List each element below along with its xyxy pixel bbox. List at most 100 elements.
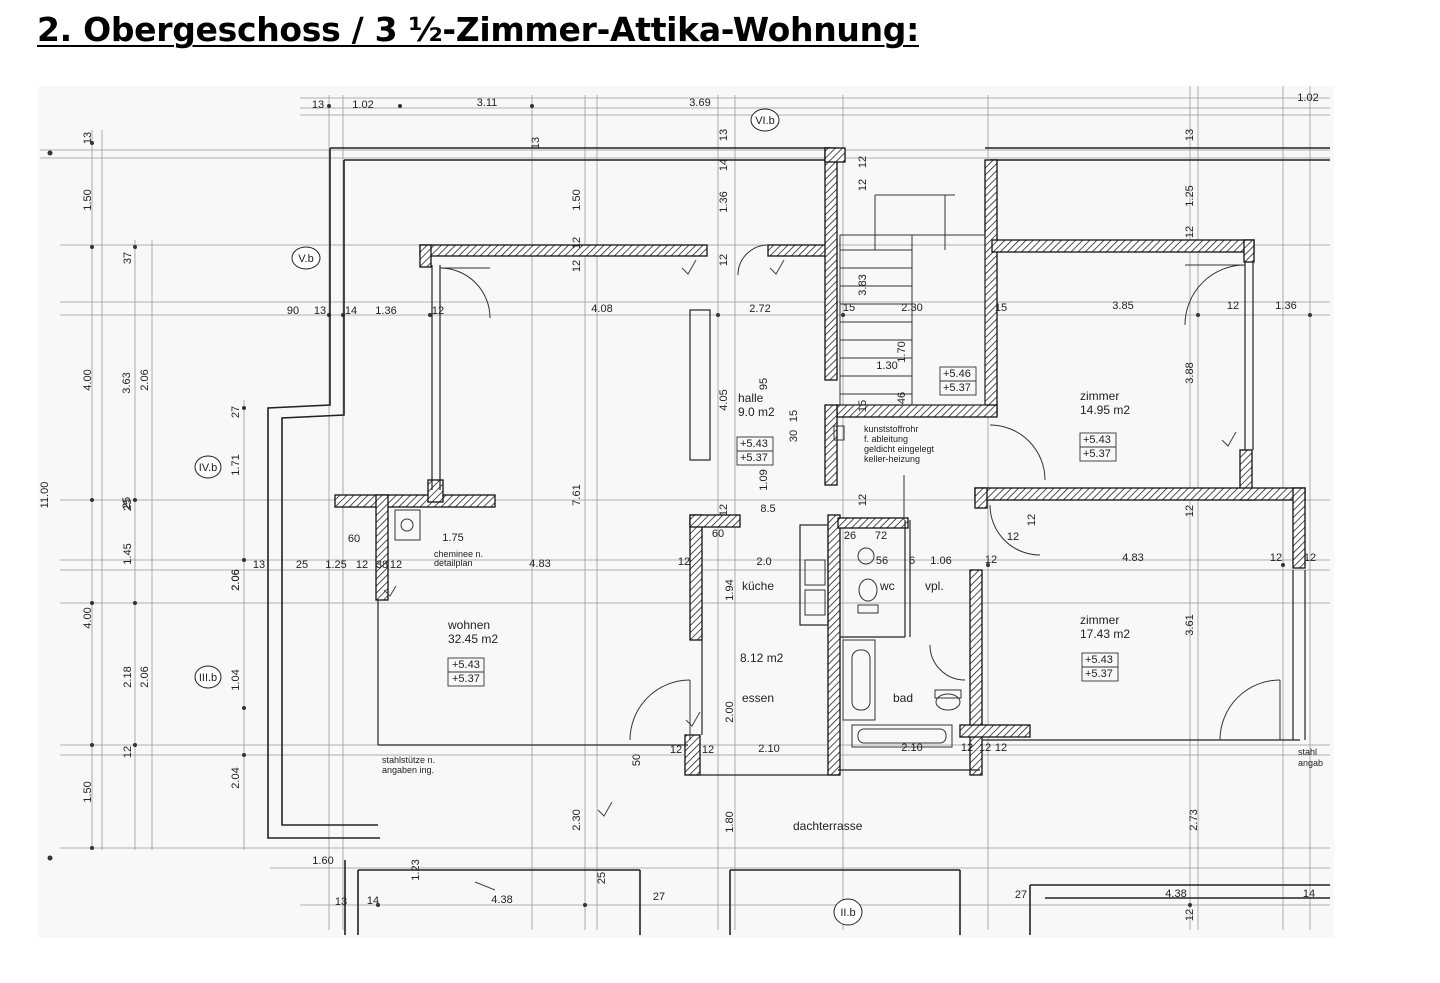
room-name: dachterrasse	[793, 819, 863, 833]
dimension-label: 12	[571, 237, 583, 249]
dimension-label: 1.36	[718, 191, 730, 212]
dimension-label: 12	[1304, 552, 1316, 564]
dimension-label: 1.50	[82, 781, 94, 802]
dimension-label: 1.36	[1275, 300, 1296, 312]
dimension-label: 2.04	[230, 767, 242, 788]
dimension-label: 1.94	[724, 579, 736, 600]
dimension-label: 60	[348, 533, 360, 545]
room-level: +5.37	[1085, 668, 1113, 680]
room-labels: wohnen 32.45 m2 +5.43 +5.37 halle 9.0 m2…	[447, 368, 1130, 833]
dimension-label: 7.61	[571, 484, 583, 505]
dimension-label: 12	[961, 742, 973, 754]
dimension-label: 13	[314, 305, 326, 317]
axis-label: III.b	[199, 672, 217, 684]
dimension-label: 1.50	[571, 189, 583, 210]
dimension-label: 1.02	[352, 99, 373, 111]
dimension-label: 4.00	[82, 369, 94, 390]
stair-level: +5.37	[943, 382, 971, 394]
interior-walls	[377, 262, 1306, 776]
dimension-label: 1.36	[375, 305, 396, 317]
dimension-label: 1.75	[442, 532, 463, 544]
dimension-label: 12	[571, 260, 583, 272]
dimension-label: 12	[1184, 226, 1196, 238]
dimension-label: 1.25	[1184, 185, 1196, 206]
stair-level: +5.46	[943, 368, 971, 380]
dimension-label: 8.5	[760, 503, 775, 515]
dimensions-left-outer: 13 1.50 37 4.00 25 1.45 4.00 12 1.50 11.…	[39, 132, 134, 803]
dimension-label: 2.10	[758, 743, 779, 755]
dimension-label: 30	[788, 430, 800, 442]
note-text: stahl	[1298, 747, 1317, 757]
dimension-label: 13	[335, 896, 347, 908]
room-name: zimmer	[1080, 389, 1119, 403]
dimension-label: 1.25	[325, 559, 346, 571]
note-text: detailplan	[434, 558, 473, 568]
dimension-label: 1.70	[896, 341, 908, 362]
dimension-label: 95	[758, 378, 770, 390]
dimension-label: 3.61	[1184, 614, 1196, 635]
dimension-label: 2.06	[230, 569, 242, 590]
fixtures	[394, 425, 962, 748]
dimension-label: 3.88	[1184, 362, 1196, 383]
dimension-label: 12	[432, 305, 444, 317]
dimension-label: 12	[1227, 300, 1239, 312]
dimensions-left-inner: 3.63 2.06 2.06 2.18 2.06 27 1.71 2.06 1.…	[121, 369, 242, 788]
dimension-label: 72	[875, 530, 887, 542]
dimension-label: 2.06	[230, 569, 242, 590]
room-name: halle	[738, 391, 764, 405]
stair	[839, 194, 986, 406]
dimension-label: 2.30	[901, 302, 922, 314]
room-name: küche	[742, 579, 774, 593]
dimension-label: 12	[678, 556, 690, 568]
axis-bubbles	[194, 108, 863, 926]
room-area: 32.45 m2	[448, 632, 498, 646]
room-name: wohnen	[447, 618, 490, 632]
note-text: f. ableitung	[864, 434, 908, 444]
dimension-label: 2.72	[749, 303, 770, 315]
room-level: +5.43	[1083, 434, 1111, 446]
dimension-label: 1.71	[230, 454, 242, 475]
room-level: +5.43	[452, 659, 480, 671]
note-text: cheminee n.	[434, 549, 483, 559]
dimension-label: 1.02	[1297, 92, 1318, 104]
dimensions-middle-row: 13 25 1.25 12 38 12 4.83 12 2.0 26 72 56…	[253, 530, 1316, 571]
dimension-label: 25	[596, 872, 608, 884]
axis-label: V.b	[298, 253, 314, 265]
room-name: vpl.	[925, 579, 944, 593]
dimension-label: 13	[1184, 129, 1196, 141]
dimension-label: 3.69	[689, 97, 710, 109]
dimension-label: 3.83	[857, 274, 869, 295]
dimensions-lower-row: 12 12 2.10 2.10 12 12 12	[670, 742, 1007, 756]
dimension-label: 15	[843, 302, 855, 314]
dimensions-misc: 60 1.75 1.30 1.70 46 30 15 25 12 50 25 1…	[121, 341, 1038, 884]
dimensions-top: 13 1.02 3.11 3.69 1.02	[312, 92, 1319, 111]
note-text: angab	[1298, 758, 1323, 768]
dimension-label: 12	[1184, 909, 1196, 921]
dimension-label: 11.00	[39, 482, 51, 509]
dimension-label: 13	[530, 137, 542, 149]
dimensions-vertical-d: 13 1.25 12 3.88 12 3.61 2.73 12	[1184, 129, 1200, 921]
note-text: kunststoffrohr	[864, 424, 918, 434]
dimension-label: 13	[82, 132, 94, 144]
dimension-label: 12	[356, 559, 368, 571]
dimension-label: 3.85	[1112, 300, 1133, 312]
dimension-label: 12	[857, 494, 869, 506]
room-level: +5.37	[452, 673, 480, 685]
room-level: +5.37	[740, 452, 768, 464]
dimension-label: 12	[995, 742, 1007, 754]
room-name: essen	[742, 691, 774, 705]
dimension-label: 50	[631, 754, 643, 766]
dimension-label: 12	[985, 554, 997, 566]
dimension-label: 2.30	[571, 809, 583, 830]
room-level: +5.43	[740, 438, 768, 450]
room-name: zimmer	[1080, 613, 1119, 627]
dimension-label: 12	[122, 746, 134, 758]
dimensions-vertical-a: 13 1.50 12 12 7.61 2.30	[530, 137, 583, 831]
dimension-label: 4.38	[491, 894, 512, 906]
room-name: wc	[879, 579, 895, 593]
dimension-label: 14	[367, 895, 379, 907]
dimension-label: 12	[718, 254, 730, 266]
dimension-label: 1.04	[230, 669, 242, 690]
dimension-label: 25	[122, 499, 134, 511]
